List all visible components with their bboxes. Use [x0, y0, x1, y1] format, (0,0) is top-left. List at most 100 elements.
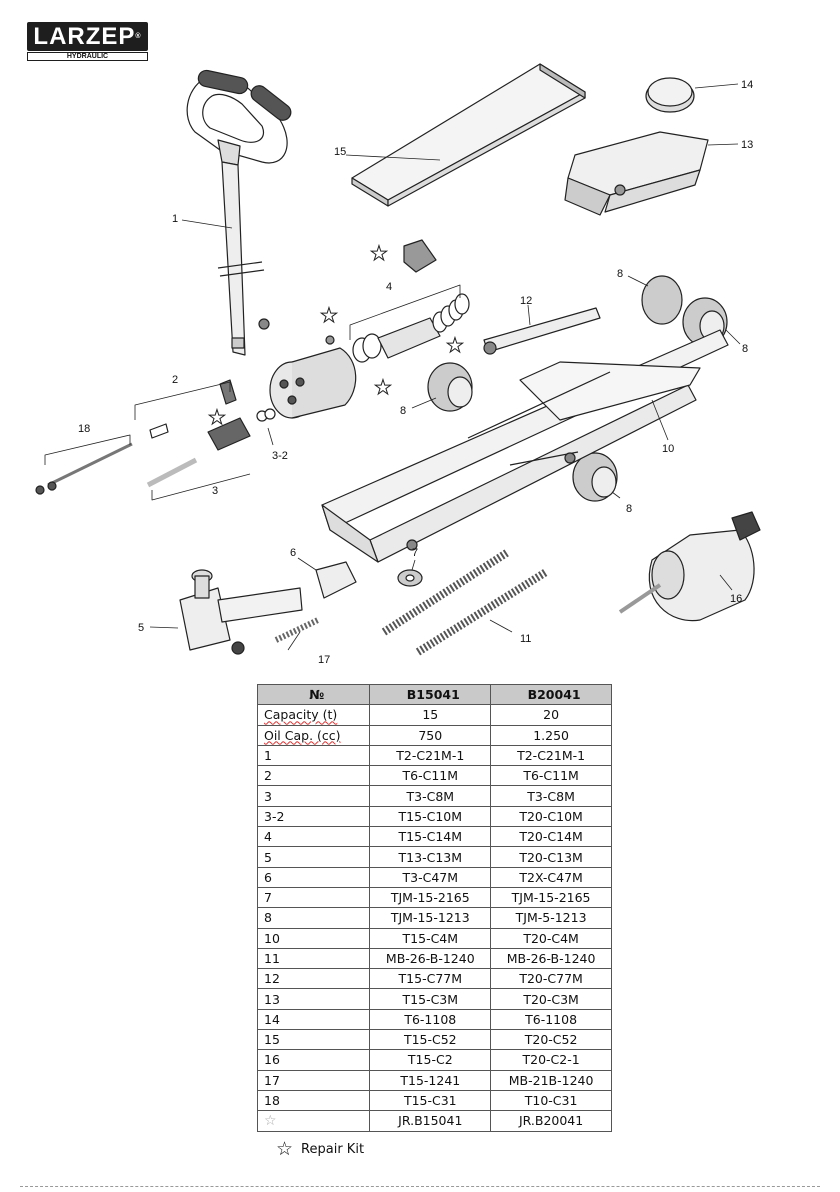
svg-text:★: ★ [446, 333, 464, 357]
callout-1: 1 [172, 213, 178, 225]
row-b20041: 20 [490, 704, 612, 726]
row-item: 2 [256, 765, 371, 787]
misc-parts [274, 561, 423, 643]
row-b20041: JR.B20041 [490, 1110, 612, 1132]
row-item: Capacity (t) [256, 704, 371, 726]
row-b15041: T15-C2 [369, 1049, 492, 1071]
row-b20041: MB-21B-1240 [490, 1069, 612, 1091]
table-header-row: № B15041 B20041 [256, 683, 612, 706]
release-valve-part [179, 569, 303, 655]
row-b15041: 15 [369, 704, 492, 726]
callout-7: 7 [412, 547, 418, 559]
callout-2: 2 [172, 374, 178, 386]
row-item: 11 [256, 947, 371, 970]
row-b15041: T2-C21M-1 [369, 744, 492, 767]
row-item: 7 [256, 886, 371, 909]
svg-text:★: ★ [370, 241, 388, 265]
svg-text:★: ★ [320, 303, 338, 327]
header-b20041: B20041 [490, 683, 612, 706]
callout-8a: 8 [400, 405, 406, 417]
lift-arm-part [483, 307, 601, 355]
callout-18: 18 [78, 423, 90, 435]
row-b20041: T20-C14M [490, 826, 612, 848]
callout-17: 17 [318, 654, 330, 666]
callout-3: 3 [212, 485, 218, 497]
row-b20041: T20-C13M [490, 846, 612, 868]
row-item-repair-kit: ☆ [256, 1110, 371, 1132]
row-item: 16 [256, 1049, 371, 1071]
row-b15041: JR.B15041 [369, 1110, 492, 1132]
logo-subtitle: HYDRAULIC [27, 52, 148, 61]
callout-8d: 8 [626, 503, 632, 515]
row-b20041: T10-C31 [490, 1089, 612, 1112]
larzep-logo: LARZEP® HYDRAULIC [27, 22, 148, 61]
row-b15041: MB-26-B-1240 [369, 947, 492, 970]
row-b15041: T3-C47M [369, 866, 492, 888]
logo-wordmark: LARZEP® [27, 22, 148, 51]
row-b15041: T15-1241 [369, 1069, 492, 1091]
return-springs-part [381, 548, 549, 656]
row-item: 13 [256, 988, 371, 1010]
row-b15041: T15-C14M [369, 826, 492, 848]
row-b15041: T15-C4M [369, 927, 492, 949]
callout-10: 10 [662, 443, 674, 455]
frame-part [321, 329, 729, 563]
row-b15041: T15-C10M [369, 805, 492, 828]
repair-kit-legend: ☆ Repair Kit [276, 1138, 364, 1160]
callout-12: 12 [520, 295, 532, 307]
row-b15041: TJM-15-1213 [369, 907, 492, 929]
row-b20041: T6-1108 [490, 1008, 612, 1031]
row-b15041: T15-C31 [369, 1089, 492, 1112]
header-number: № [256, 683, 371, 706]
callout-5: 5 [138, 622, 144, 634]
row-b15041: T3-C8M [369, 785, 492, 807]
row-b15041: T15-C52 [369, 1029, 492, 1051]
row-b20041: T20-C3M [490, 988, 612, 1010]
svg-text:★: ★ [374, 375, 392, 399]
svg-text:★: ★ [208, 405, 226, 429]
callout-6: 6 [290, 547, 296, 559]
row-item: 4 [256, 826, 371, 848]
row-b20041: T20-C10M [490, 805, 612, 828]
legend-label: Repair Kit [301, 1142, 365, 1157]
row-b20041: TJM-5-1213 [490, 907, 612, 929]
row-b20041: 1.250 [490, 724, 612, 746]
row-item: 18 [256, 1089, 371, 1112]
row-item: Oil Cap. (cc) [256, 724, 371, 746]
tray-part [351, 63, 586, 207]
page-bottom-divider [20, 1186, 820, 1187]
callout-3-2: 3-2 [272, 450, 288, 462]
row-b20041: T20-C2-1 [490, 1049, 612, 1071]
row-item: 3 [256, 785, 371, 807]
row-b20041: T20-C52 [490, 1029, 612, 1051]
row-item: 1 [256, 744, 371, 767]
star-icon: ☆ [276, 1138, 294, 1160]
row-b15041: T15-C77M [369, 968, 492, 990]
row-item: 14 [256, 1008, 371, 1031]
callout-8c: 8 [742, 343, 748, 355]
row-item: 8 [256, 907, 371, 929]
saddle-parts [564, 77, 709, 216]
row-b20041: TJM-15-2165 [490, 886, 612, 909]
header-b15041: B15041 [369, 683, 492, 706]
row-b20041: T20-C77M [490, 968, 612, 990]
handle-part [186, 69, 292, 356]
callout-16: 16 [730, 593, 742, 605]
pump-small-parts [35, 379, 276, 495]
pump-unit-part [618, 511, 761, 622]
